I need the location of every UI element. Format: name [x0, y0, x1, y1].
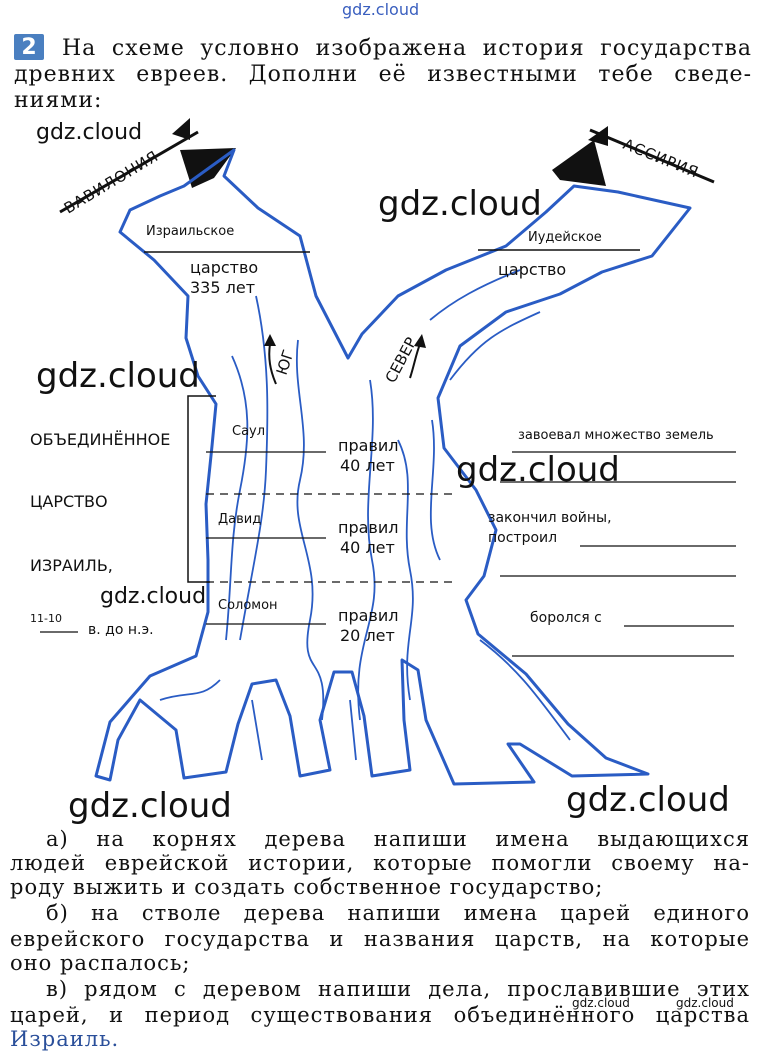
judea-kingdom-label: Иудейское	[528, 230, 602, 245]
instruction-c-line3: Израиль.	[10, 1026, 750, 1052]
years-2: 40 лет	[340, 538, 395, 557]
instruction-a-line2: людей еврейской истории, которые помогли…	[10, 850, 750, 876]
king-david: Давид	[218, 512, 261, 527]
israel-kingdom-label: Израильское	[146, 224, 234, 239]
watermark-small: gdz.cloud	[676, 996, 734, 1010]
instruction-a-line1: а) на корнях дерева напиши имена выдающи…	[10, 826, 750, 852]
king-solomon: Соломон	[218, 598, 278, 613]
watermark: gdz.cloud	[378, 184, 542, 224]
israel-kingdom-word: царство	[190, 258, 258, 277]
south-label: ЮГ	[273, 348, 298, 378]
deed-1: завоевал множество земель	[518, 428, 714, 443]
watermark: gdz.cloud	[36, 120, 142, 145]
assyria-flag	[552, 140, 606, 186]
kingdom-label: ЦАРСТВО	[30, 492, 108, 511]
years-1: 40 лет	[340, 456, 395, 475]
years-3: 20 лет	[340, 626, 395, 645]
task-number-badge: 2	[14, 34, 44, 60]
watermark: gdz.cloud	[36, 356, 200, 396]
deed-2b: построил	[488, 530, 557, 546]
ruled-2: правил	[338, 518, 398, 537]
ruled-1: правил	[338, 436, 398, 455]
israel-years: 335 лет	[190, 278, 255, 297]
ruled-3: правил	[338, 606, 398, 625]
instruction-c-line2: царей, и период существования объединённ…	[10, 1002, 750, 1028]
assyria-label: АССИРИЯ	[621, 135, 702, 182]
judea-kingdom-word: царство	[498, 260, 566, 279]
united-label: ОБЪЕДИНЁННОЕ	[30, 430, 170, 449]
deed-2a: закончил войны,	[488, 510, 612, 526]
watermark: gdz.cloud	[100, 584, 206, 609]
intro-line-2: древних евреев. Дополни её известными те…	[14, 62, 752, 88]
watermark-small: gdz.cloud	[572, 996, 630, 1010]
instruction-b-line1: б) на стволе дерева напиши имена царей е…	[10, 900, 750, 926]
instruction-a-line3: роду выжить и создать собственное госуда…	[10, 874, 750, 900]
instruction-c-line1: в) рядом с деревом напиши дела, прослави…	[10, 976, 750, 1002]
king-saul: Саул	[232, 424, 265, 439]
period-num: 11-10	[30, 612, 62, 625]
watermark-top: gdz.cloud	[342, 0, 419, 19]
period-text: в. до н.э.	[88, 622, 154, 638]
instruction-b-line3: оно распалось;	[10, 950, 750, 976]
intro-line-1: На схеме условно изображена история госу…	[62, 36, 752, 62]
instruction-b-line2: еврейского государства и названия царств…	[10, 926, 750, 952]
watermark: gdz.cloud	[68, 786, 232, 826]
israel-label: ИЗРАИЛЬ,	[30, 556, 113, 575]
deed-3: боролся с	[530, 610, 602, 626]
babylon-label: ВАВИЛОНИЯ	[61, 147, 162, 218]
watermark: gdz.cloud	[456, 450, 620, 490]
watermark: gdz.cloud	[566, 780, 730, 820]
